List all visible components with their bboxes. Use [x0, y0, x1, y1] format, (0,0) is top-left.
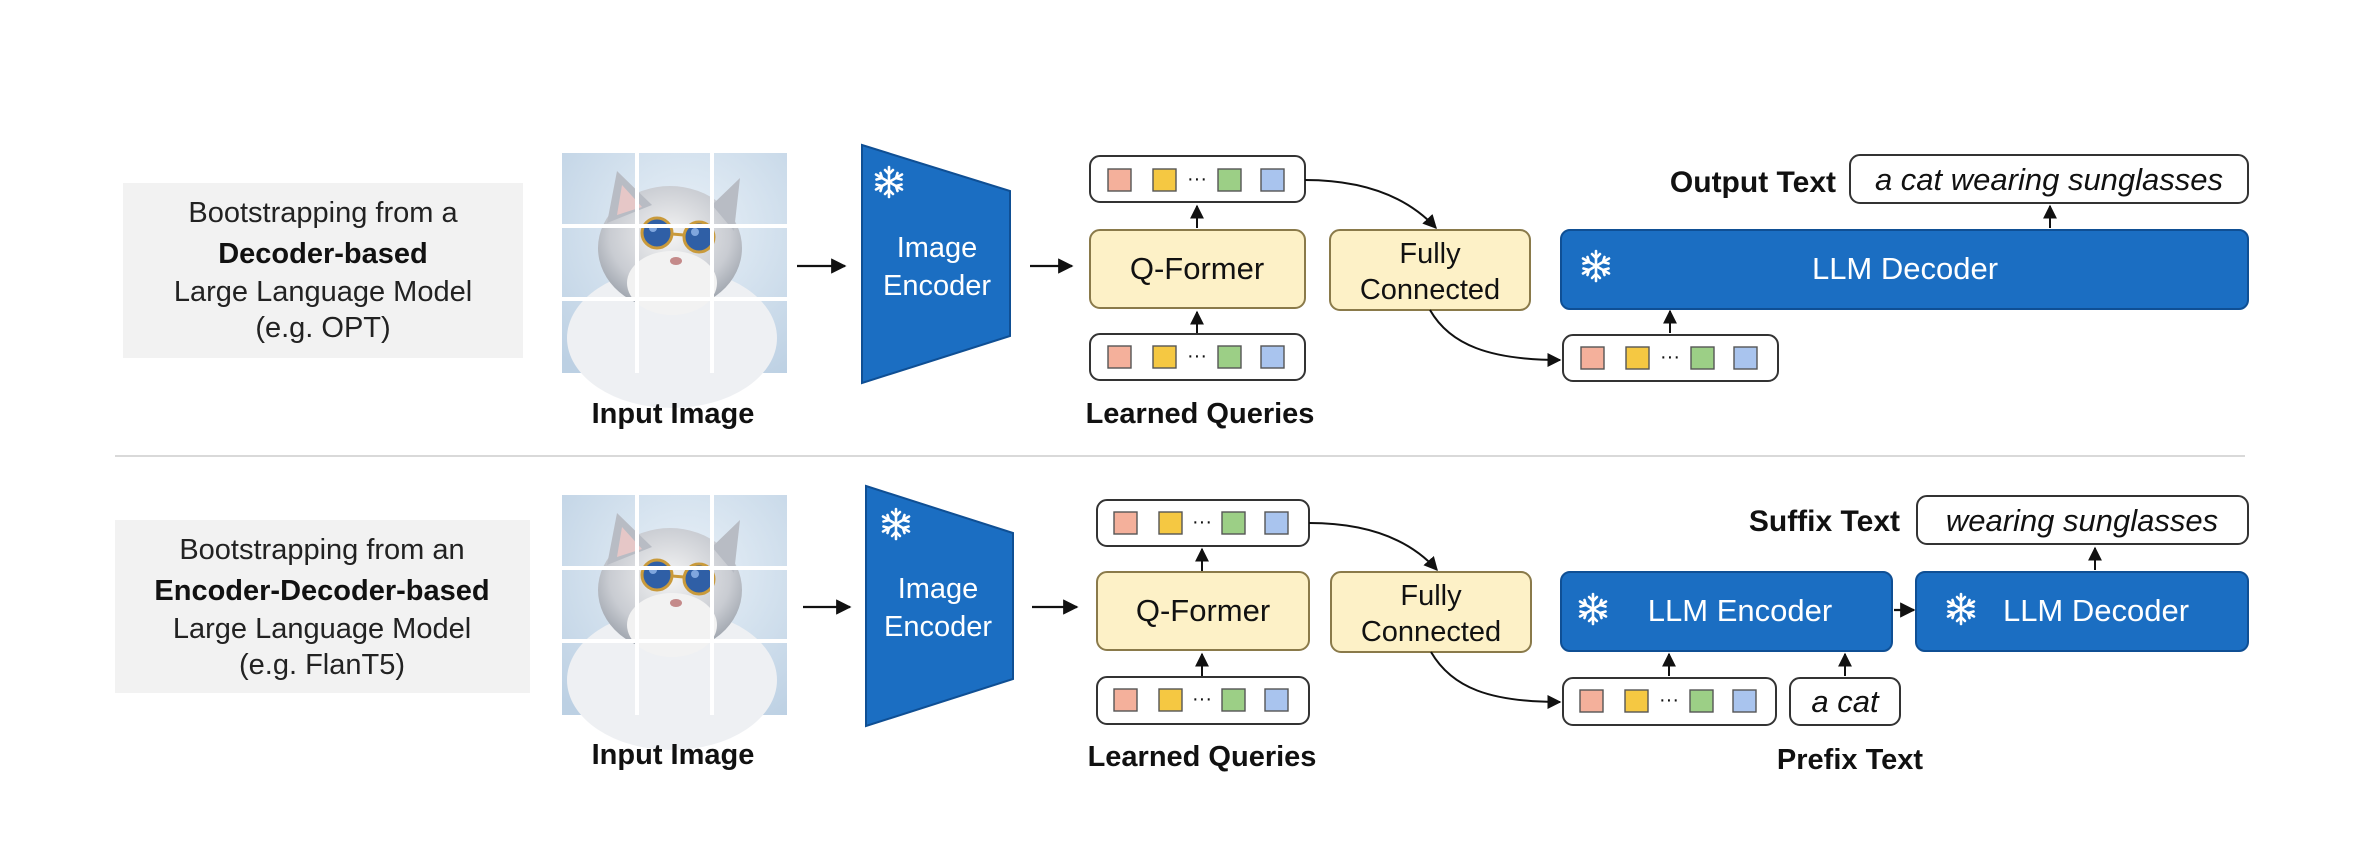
token-blue: [1260, 345, 1285, 369]
bottom-prefix-text-box: [1789, 677, 1901, 726]
top-fc-label-1: Fully: [1399, 238, 1461, 270]
bottom-suffix-text-box: [1916, 495, 2249, 545]
token-yellow: [1152, 345, 1177, 369]
top-image-encoder: [861, 143, 1011, 385]
bottom-image-encoder-label-2: Encoder: [884, 611, 992, 643]
bottom-side-label-line2: Encoder-Decoder-based: [154, 575, 489, 607]
bottom-curve-to-fc: [1308, 522, 1438, 572]
bottom-llm-encoder: [1560, 571, 1893, 652]
bottom-suffix-text-value: wearing sunglasses: [1946, 503, 2218, 538]
top-llm-decoder-label: LLM Decoder: [1812, 251, 1998, 286]
token-pink: [1579, 689, 1604, 713]
bottom-learned-query-tokens: ···: [1096, 676, 1310, 725]
token-green: [1217, 168, 1242, 192]
token-blue: [1732, 689, 1757, 713]
top-side-label-line1: Bootstrapping from a: [188, 197, 458, 229]
bottom-image-encoder: [865, 484, 1014, 728]
top-llm-decoder: [1560, 229, 2249, 310]
bottom-fc-label-1: Fully: [1400, 580, 1462, 612]
top-qformer: [1089, 229, 1306, 309]
bottom-side-label-line1: Bootstrapping from an: [179, 534, 464, 566]
token-yellow: [1152, 168, 1177, 192]
bottom-llm-input-tokens: ···: [1562, 677, 1777, 726]
top-output-text-box: [1849, 154, 2249, 204]
token-blue: [1264, 511, 1289, 535]
token-pink: [1107, 168, 1132, 192]
token-green: [1221, 688, 1246, 712]
top-curve-to-llm-tokens: [1429, 309, 1562, 367]
token-yellow: [1158, 688, 1183, 712]
bottom-llm-encoder-label: LLM Encoder: [1648, 593, 1832, 628]
bottom-llm-decoder: [1915, 571, 2249, 652]
top-fc-label-2: Connected: [1360, 274, 1500, 306]
token-pink: [1580, 346, 1605, 370]
token-green: [1689, 689, 1714, 713]
token-yellow: [1158, 511, 1183, 535]
top-output-text-value: a cat wearing sunglasses: [1875, 162, 2223, 197]
bottom-row: Bootstrapping from an Encoder-Decoder-ba…: [115, 484, 2249, 776]
top-llm-input-tokens: ···: [1562, 334, 1779, 382]
top-side-label-line4: (e.g. OPT): [255, 312, 390, 344]
token-yellow: [1624, 689, 1649, 713]
bottom-image-encoder-label-1: Image: [898, 573, 979, 605]
bottom-curve-to-llm-tokens: [1430, 651, 1562, 709]
top-side-label-line2: Decoder-based: [218, 238, 428, 270]
token-ellipsis: ···: [1187, 345, 1207, 367]
token-blue: [1733, 346, 1758, 370]
top-curve-to-fc: [1304, 179, 1437, 230]
bottom-suffix-text-label: Suffix Text: [1749, 505, 1900, 538]
top-learned-queries-label: Learned Queries: [1086, 398, 1315, 430]
top-row: Bootstrapping from a Decoder-based Large…: [123, 143, 2249, 430]
bottom-query-output-tokens: ···: [1096, 499, 1310, 547]
bottom-qformer: [1096, 571, 1310, 651]
token-green: [1221, 511, 1246, 535]
token-pink: [1107, 345, 1132, 369]
top-input-image: [560, 151, 789, 410]
bottom-learned-queries-label: Learned Queries: [1088, 741, 1317, 773]
token-ellipsis: ···: [1659, 689, 1679, 711]
bottom-side-label-line3: Large Language Model: [173, 613, 471, 645]
token-ellipsis: ···: [1660, 346, 1680, 368]
top-image-encoder-label-2: Encoder: [883, 270, 991, 302]
bottom-input-image-label: Input Image: [592, 739, 755, 771]
bottom-qformer-label: Q-Former: [1136, 593, 1270, 628]
token-pink: [1113, 511, 1138, 535]
token-ellipsis: ···: [1192, 688, 1212, 710]
token-blue: [1260, 168, 1285, 192]
token-ellipsis: ···: [1192, 511, 1212, 533]
bottom-llm-decoder-label: LLM Decoder: [2003, 593, 2189, 628]
token-blue: [1264, 688, 1289, 712]
top-side-label-line3: Large Language Model: [174, 276, 472, 308]
bottom-input-image: [560, 493, 789, 752]
bottom-side-label-line4: (e.g. FlanT5): [239, 649, 405, 681]
bottom-prefix-text-label: Prefix Text: [1777, 744, 1923, 776]
token-green: [1217, 345, 1242, 369]
token-green: [1690, 346, 1715, 370]
bottom-side-panel: [115, 520, 530, 693]
top-image-encoder-label-1: Image: [897, 232, 978, 264]
top-input-image-label: Input Image: [592, 398, 755, 430]
token-pink: [1113, 688, 1138, 712]
top-learned-query-tokens: ···: [1089, 333, 1306, 381]
token-yellow: [1625, 346, 1650, 370]
top-side-panel: [123, 183, 523, 358]
bottom-prefix-text-value: a cat: [1811, 684, 1880, 719]
top-query-output-tokens: ···: [1089, 155, 1306, 203]
bottom-fc-label-2: Connected: [1361, 616, 1501, 648]
token-ellipsis: ···: [1187, 168, 1207, 190]
top-output-text-label: Output Text: [1670, 166, 1836, 199]
top-qformer-label: Q-Former: [1130, 251, 1264, 286]
